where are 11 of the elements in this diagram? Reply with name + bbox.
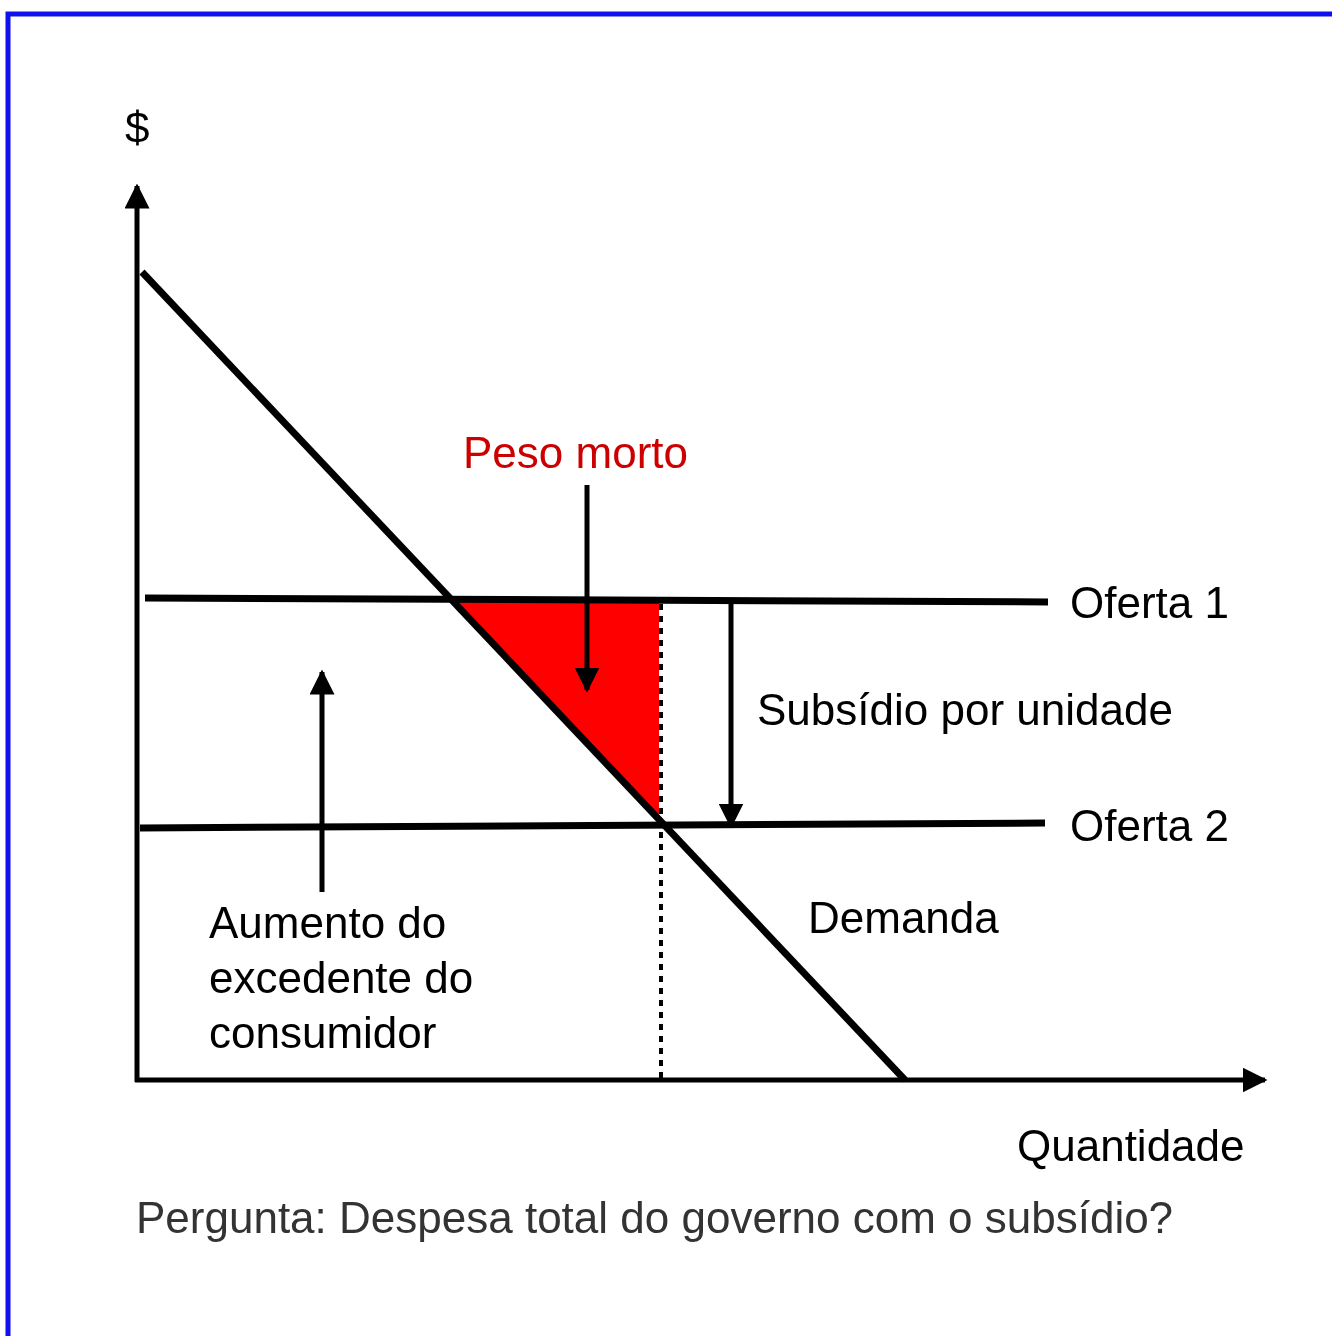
curve-label: Oferta 2 (1070, 800, 1229, 852)
annotation-text: Aumento do excedente do consumidor (209, 895, 509, 1060)
caption-text: Pergunta: Despesa total do governo com o subsídio? (136, 1192, 1174, 1244)
callout-text: Peso morto (463, 425, 688, 480)
arrow (574, 485, 600, 693)
measure-label: Subsídio por unidade (757, 684, 1173, 736)
curve-label: Demanda (808, 892, 999, 944)
arrow (309, 669, 335, 892)
axis-label: Quantidade (1017, 1120, 1245, 1172)
axis-label: $ (125, 102, 150, 154)
curve-label: Oferta 1 (1070, 577, 1229, 629)
